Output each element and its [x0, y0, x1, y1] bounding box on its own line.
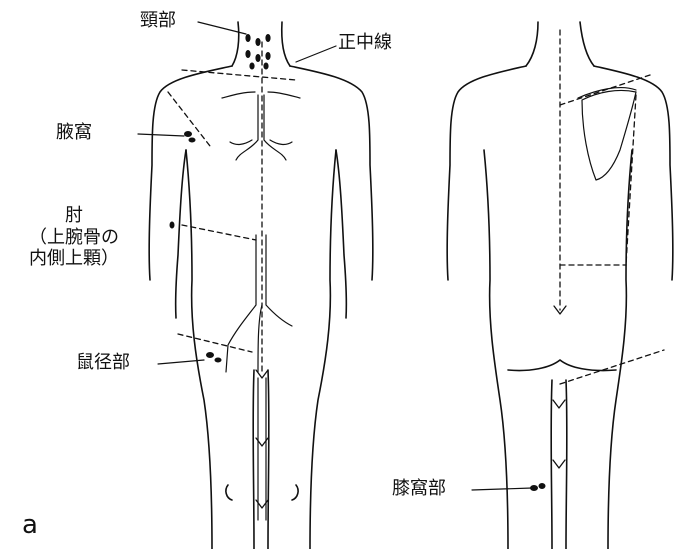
panel-label: a: [22, 510, 38, 540]
groin-point: [206, 352, 214, 358]
label-axilla: 腋窩: [56, 122, 92, 144]
label-groin: 鼠径部: [76, 352, 130, 374]
front-vessels: [222, 92, 300, 520]
neck-point: [255, 54, 260, 62]
axilla-point: [189, 138, 196, 143]
back-arrows: [553, 306, 566, 468]
neck-point: [265, 52, 270, 60]
label-elbow-note2: 内側上顆）: [4, 248, 144, 270]
label-elbow-note1: （上腕骨の: [4, 227, 144, 249]
neck-point: [263, 63, 268, 70]
neck-point: [265, 34, 270, 42]
label-neck: 頸部: [140, 10, 176, 32]
label-midline: 正中線: [338, 32, 392, 54]
popliteal-point: [530, 485, 538, 491]
leader-lines: [138, 22, 532, 490]
front-dashed-lines: [168, 42, 296, 372]
label-elbow: 肘 （上腕骨の 内側上顆）: [4, 205, 144, 270]
label-elbow-title: 肘: [4, 205, 144, 227]
popliteal-point: [539, 483, 546, 489]
axilla-point: [184, 131, 192, 137]
palpation-points: [170, 34, 546, 491]
groin-point: [215, 358, 222, 363]
back-dashed-lines: [560, 30, 664, 384]
label-popliteal: 膝窩部: [392, 478, 446, 500]
scapula-outline: [578, 88, 636, 180]
neck-point: [245, 50, 250, 58]
elbow-point: [170, 222, 175, 229]
neck-point: [249, 63, 254, 70]
neck-point: [245, 34, 250, 42]
neck-point: [255, 38, 260, 46]
front-body-outline: [149, 22, 373, 549]
